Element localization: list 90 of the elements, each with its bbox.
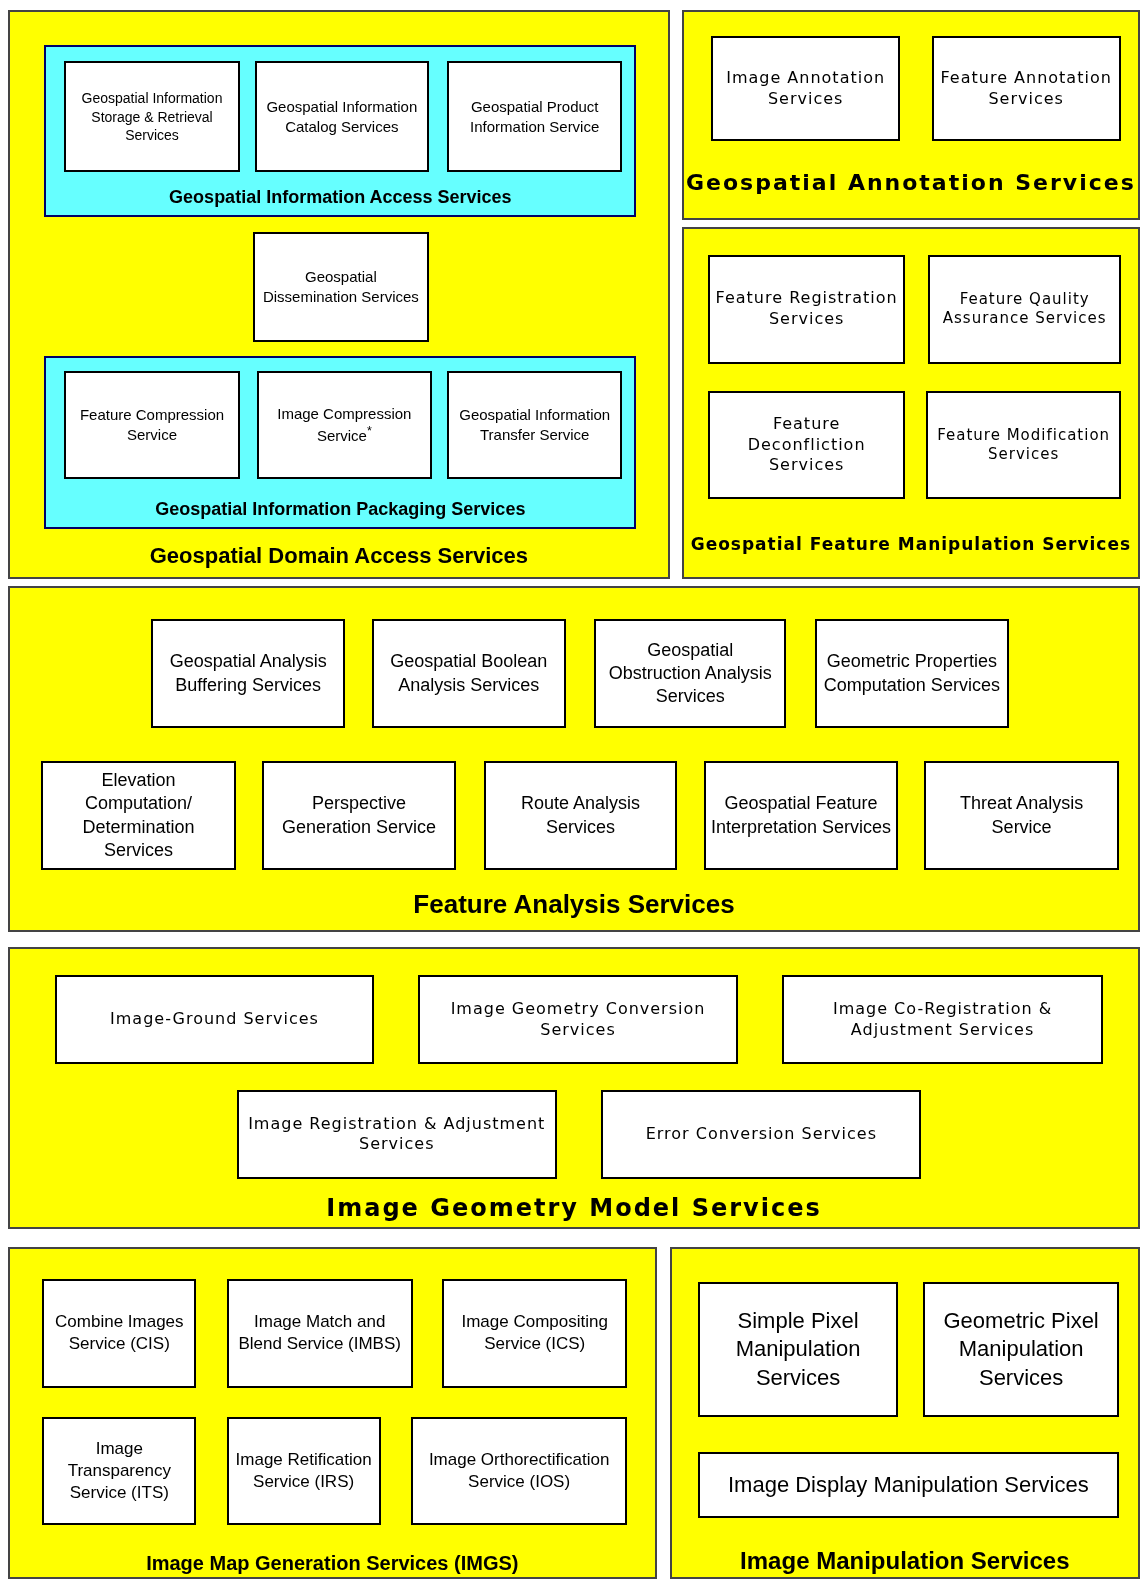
service-label: Simple Pixel Manipulation Services	[734, 1306, 862, 1392]
service-box	[484, 761, 677, 871]
service-label: Feature Deconfliction Services	[746, 413, 867, 477]
service-box	[697, 1281, 899, 1417]
service-box	[226, 1416, 381, 1525]
service-box	[601, 1089, 922, 1180]
service-box	[926, 390, 1121, 500]
service-label: Geospatial Information Catalog Services	[265, 97, 419, 137]
service-label: Geometric Pixel Manipulation Services	[942, 1306, 1100, 1392]
service-box	[928, 254, 1121, 364]
service-box	[697, 1452, 1119, 1518]
service-label: Geospatial Information Transfer Service	[458, 405, 612, 445]
service-box	[707, 254, 906, 364]
service-box	[814, 619, 1010, 729]
service-group-box	[44, 45, 637, 218]
service-panel	[8, 586, 1140, 932]
service-panel	[8, 946, 1140, 1229]
service-box	[417, 974, 739, 1065]
service-box	[64, 61, 240, 173]
service-label: Image Compositing Service (ICS)	[460, 1311, 609, 1356]
service-label: Image Annotation Services	[725, 67, 887, 110]
service-box	[42, 1278, 197, 1388]
service-label: Feature Compression Service	[78, 405, 226, 445]
service-label: Image Registration & Adjustment Services	[247, 1113, 547, 1156]
service-label: Combine Images Service (CIS)	[54, 1311, 185, 1356]
service-box	[226, 1278, 413, 1388]
service-label: Geospatial Boolean Analysis Services	[389, 650, 549, 697]
service-label: Geospatial Obstruction Analysis Services	[607, 638, 773, 709]
service-label: Geometric Properties Computation Services	[822, 650, 1001, 697]
service-label: Feature Modification Services	[936, 425, 1112, 465]
service-box	[594, 619, 787, 729]
service-box	[447, 370, 623, 480]
service-panel	[681, 10, 1140, 220]
service-panel	[681, 226, 1140, 580]
panel-title: Geospatial Annotation Services	[686, 170, 1136, 197]
service-label: Image Geometry Conversion Services	[449, 998, 707, 1041]
panel-title: Geospatial Feature Manipulation Services	[690, 534, 1132, 555]
service-label: Route Analysis Services	[520, 792, 642, 839]
service-label: Perspective Generation Service	[280, 792, 438, 839]
service-box	[710, 36, 901, 141]
service-box	[931, 36, 1121, 141]
service-box	[254, 61, 429, 173]
service-label: Image Match and Blend Service (IMBS)	[237, 1311, 402, 1356]
panel-title: Image Geometry Model Services	[326, 1194, 822, 1223]
service-label: Feature Registration Services	[714, 288, 899, 330]
service-label: Feature Qaulity Assurance Services	[941, 289, 1108, 329]
service-group-box	[44, 356, 637, 529]
service-panel	[8, 10, 670, 580]
service-label: Image Retification Service (IRS)	[234, 1448, 373, 1493]
service-label: Image Orthorectification Service (IOS)	[427, 1448, 611, 1493]
service-box	[41, 761, 236, 871]
service-label: Image Display Manipulation Services	[727, 1470, 1089, 1499]
panel-title: Geospatial Information Packaging Services	[155, 498, 526, 521]
service-box	[252, 231, 429, 343]
service-box	[261, 761, 457, 871]
service-box	[707, 390, 906, 500]
service-label: Threat Analysis Service	[959, 792, 1085, 839]
service-box	[923, 1281, 1119, 1417]
service-label: Image Co-Registration & Adjustment Services	[831, 998, 1054, 1041]
service-box	[442, 1278, 628, 1388]
service-box	[703, 761, 899, 871]
service-label: Elevation Computation/ Determination Services	[81, 768, 196, 863]
panel-title: Feature Analysis Services	[413, 889, 735, 921]
service-box	[236, 1089, 557, 1180]
service-box	[782, 974, 1103, 1065]
service-label: Geospatial Information Storage & Retrieval Services	[80, 89, 224, 145]
panel-title: Geospatial Domain Access Services	[149, 542, 528, 570]
service-label: Geospatial Analysis Buffering Services	[168, 650, 328, 697]
service-label: Image Compression Service$^{*}$	[276, 403, 413, 446]
service-label: Feature Annotation Services	[939, 67, 1113, 110]
service-panel	[8, 1246, 657, 1579]
service-box	[447, 61, 623, 173]
service-panel	[669, 1246, 1140, 1579]
service-label: Image-Ground Services	[110, 1009, 319, 1030]
panel-title: Image Map Generation Services (IMGS)	[146, 1551, 519, 1576]
service-box	[64, 370, 240, 480]
service-label: Error Conversion Services	[645, 1124, 877, 1145]
service-box	[924, 761, 1119, 871]
service-label: Geospatial Product Information Service	[469, 97, 601, 137]
service-box	[42, 1416, 197, 1525]
service-box	[371, 619, 566, 729]
service-label: Geospatial Dissemination Services	[261, 267, 420, 307]
service-box	[256, 370, 432, 480]
service-box	[55, 974, 374, 1065]
panel-title: Geospatial Information Access Services	[169, 187, 512, 209]
service-box	[410, 1416, 628, 1525]
service-box	[151, 619, 346, 729]
panel-title: Image Manipulation Services	[740, 1547, 1070, 1576]
service-label: Geospatial Feature Interpretation Services	[710, 792, 893, 839]
service-label: Image Transparency Service (ITS)	[66, 1437, 172, 1504]
